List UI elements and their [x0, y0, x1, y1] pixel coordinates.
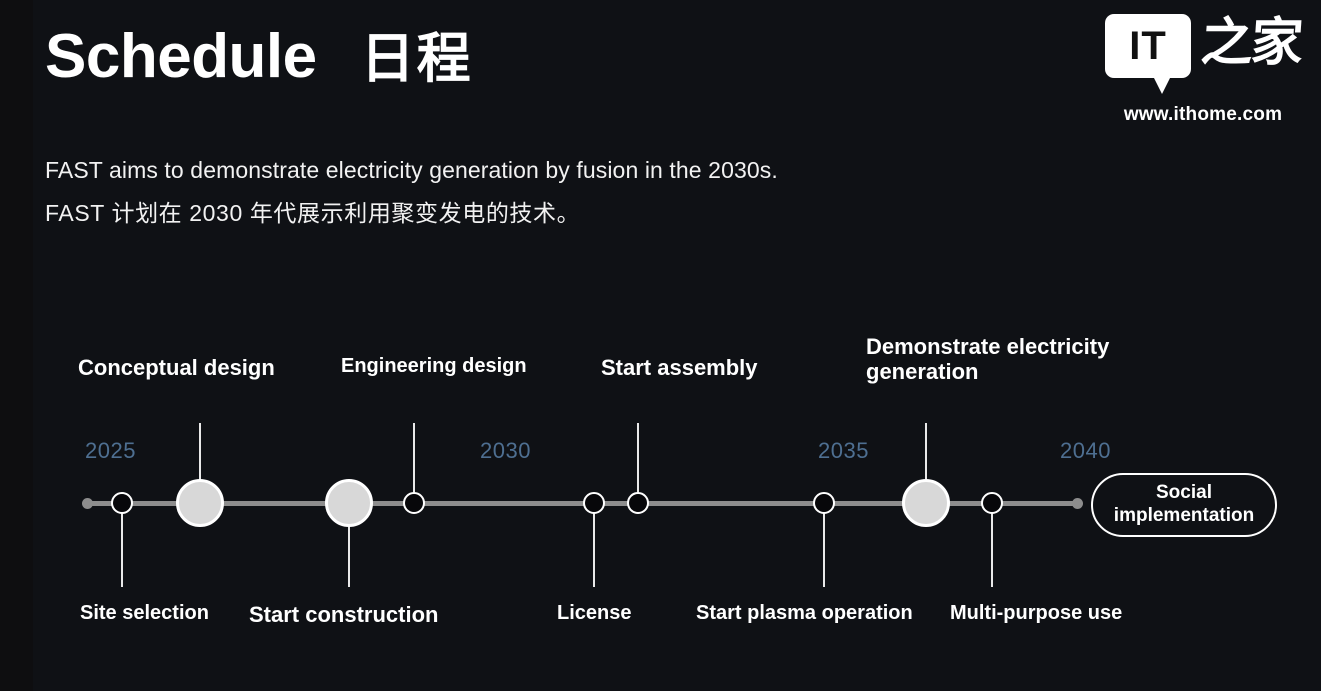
- social-implementation-pill[interactable]: Social implementation: [1091, 473, 1277, 537]
- milestone-label: Site selection: [80, 602, 209, 625]
- page-title: Schedule 日程: [45, 26, 473, 88]
- social-implementation-label: Social implementation: [1113, 482, 1255, 526]
- year-label-2030: 2030: [480, 438, 531, 463]
- milestone-label-line: Conceptual design: [78, 355, 275, 380]
- milestone-node[interactable]: [902, 479, 950, 527]
- year-label-2035: 2035: [818, 438, 869, 463]
- milestone-node[interactable]: [627, 492, 649, 514]
- milestone-label: Multi-purpose use: [950, 602, 1122, 625]
- milestone-stem: [593, 510, 595, 587]
- subtitle-chinese: FAST 计划在 2030 年代展示利用聚变发电的技术。: [45, 200, 581, 227]
- milestone-stem: [991, 510, 993, 587]
- milestone-node[interactable]: [325, 479, 373, 527]
- milestone-stem: [199, 423, 201, 483]
- milestone-node[interactable]: [176, 479, 224, 527]
- page-title-chinese: 日程: [360, 29, 473, 89]
- milestone-label: Start plasma operation: [696, 602, 913, 625]
- milestone-label-line: Engineering design: [341, 355, 527, 377]
- subtitle-block: FAST aims to demonstrate electricity gen…: [45, 158, 778, 225]
- milestone-node[interactable]: [813, 492, 835, 514]
- page-title-english: Schedule: [45, 22, 317, 91]
- milestone-label-line: License: [557, 602, 632, 624]
- milestone-node[interactable]: [403, 492, 425, 514]
- milestone-stem: [121, 510, 123, 587]
- milestone-stem: [348, 523, 350, 587]
- timeline-start-dot: [82, 498, 93, 509]
- milestone-label-line: Start plasma operation: [696, 602, 913, 624]
- milestone-stem: [823, 510, 825, 587]
- speech-bubble-icon: IT: [1104, 14, 1191, 94]
- subtitle-english: FAST aims to demonstrate electricity gen…: [45, 157, 778, 183]
- milestone-stem: [925, 423, 927, 483]
- ithome-logo: IT 之家 www.ithome.com: [1103, 13, 1303, 126]
- milestone-label: License: [557, 602, 631, 625]
- milestone-label: Conceptual design: [78, 355, 275, 380]
- year-label-2040: 2040: [1060, 438, 1111, 463]
- milestone-label-line: Demonstrate electricity: [866, 334, 1110, 359]
- milestone-stem: [413, 423, 415, 496]
- milestone-label-line: Start construction: [249, 602, 439, 627]
- logo-mark: IT 之家: [1103, 13, 1303, 96]
- milestone-label-line: Multi-purpose use: [950, 602, 1123, 624]
- logo-it-text: IT: [1129, 24, 1167, 68]
- timeline-axis: [85, 501, 1080, 506]
- milestone-node[interactable]: [981, 492, 1003, 514]
- timeline-end-dot: [1072, 498, 1083, 509]
- year-label-2025: 2025: [85, 438, 136, 463]
- milestone-stem: [637, 423, 639, 496]
- milestone-label-line: Site selection: [80, 602, 209, 624]
- milestone-label: Start assembly: [601, 355, 758, 380]
- milestone-label: Engineering design: [341, 355, 527, 378]
- milestone-node[interactable]: [111, 492, 133, 514]
- milestone-label-line: Start assembly: [601, 355, 758, 380]
- logo-url: www.ithome.com: [1123, 104, 1283, 125]
- milestone-node[interactable]: [583, 492, 605, 514]
- milestone-label: Start construction: [249, 602, 438, 627]
- milestone-label-line: generation: [866, 359, 979, 385]
